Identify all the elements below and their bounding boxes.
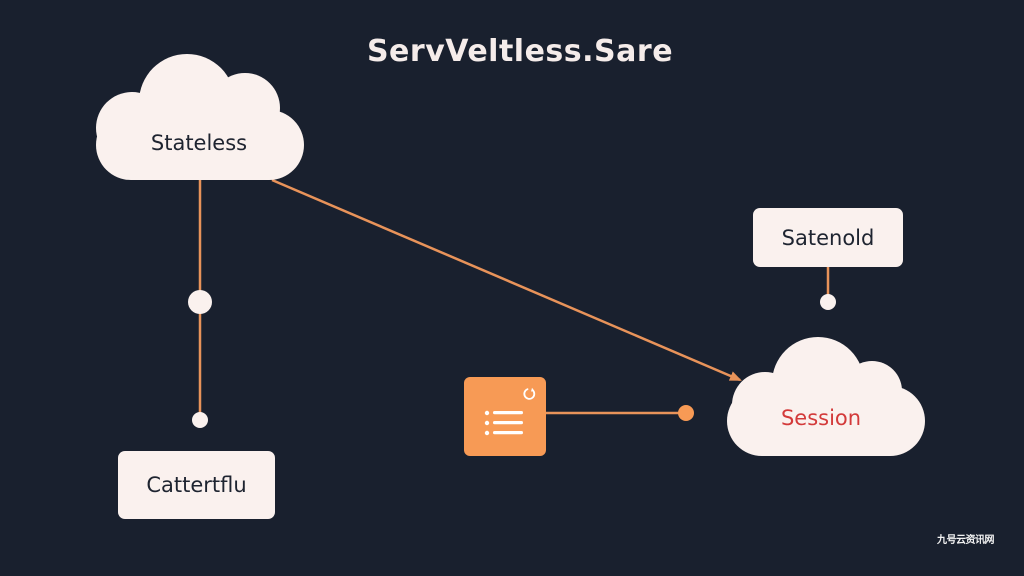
arrow-stateless-to-session <box>271 178 742 382</box>
list-icon <box>484 410 523 436</box>
connector-dot-session <box>678 405 694 421</box>
satenold-node[interactable]: Satenold <box>753 208 903 267</box>
stateless-cloud[interactable] <box>96 54 304 180</box>
refresh-icon <box>523 387 536 400</box>
cattertflu-label: Cattertflu <box>146 473 247 497</box>
session-label: Session <box>780 406 862 430</box>
diagram-title: ServVeltless.Sare <box>366 34 674 69</box>
cattertflu-node[interactable]: Cattertflu <box>118 451 275 519</box>
connector-dot-mid <box>188 290 212 314</box>
stateless-label: Stateless <box>150 131 248 155</box>
connector-dot-satenold <box>820 294 836 310</box>
session-cloud[interactable] <box>727 337 925 456</box>
list-tile-node[interactable] <box>464 377 546 456</box>
watermark-text: 九号云资讯网 <box>937 535 995 546</box>
connector-dot-bottom <box>192 412 208 428</box>
satenold-label: Satenold <box>781 225 875 250</box>
